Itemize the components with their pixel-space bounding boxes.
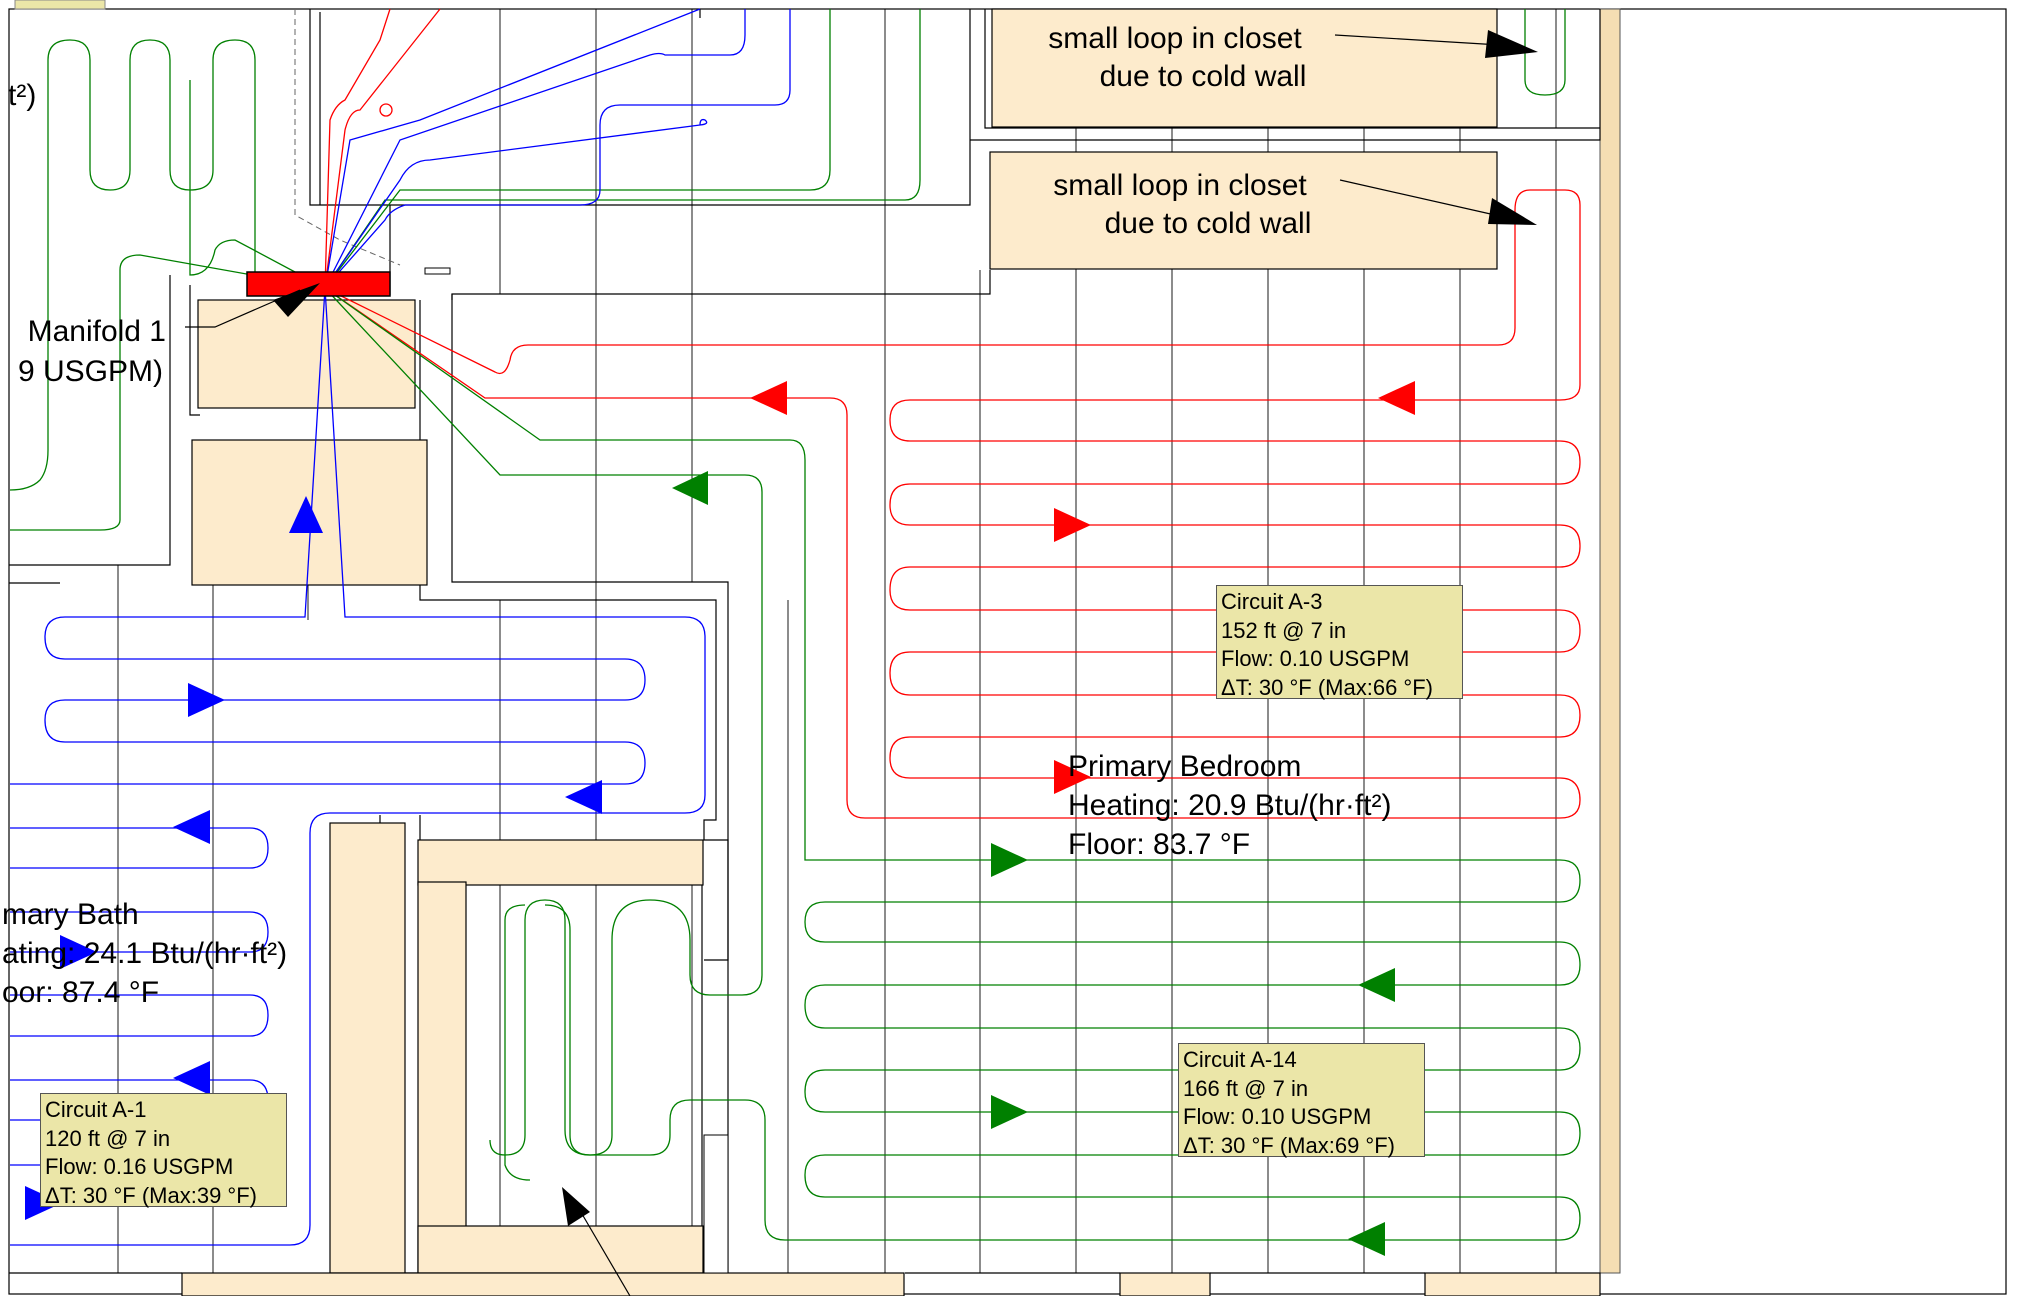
- circuit-a1-label[interactable]: Circuit A-1 120 ft @ 7 in Flow: 0.16 USG…: [40, 1093, 287, 1208]
- circuit-a14-label[interactable]: Circuit A-14 166 ft @ 7 in Flow: 0.10 US…: [1178, 1043, 1425, 1158]
- circuit-a3-label[interactable]: Circuit A-3 152 ft @ 7 in Flow: 0.10 USG…: [1216, 585, 1463, 700]
- circuit-a3-length: 152 ft @ 7 in: [1221, 617, 1347, 643]
- circuit-a3-dt: ΔT: 30 °F (Max:66 °F): [1221, 674, 1433, 700]
- top-left-fragment: t²): [8, 79, 36, 112]
- cut-off-label: [14, 0, 106, 10]
- joist-lines: [117, 9, 1557, 1273]
- manifold-name: Manifold 1: [28, 315, 166, 348]
- room-bath-name: mary Bath: [2, 898, 139, 931]
- circuit-a1-dt: ΔT: 30 °F (Max:39 °F): [45, 1182, 257, 1208]
- room-bedroom-heating: Heating: 20.9 Btu/(hr·ft²): [1068, 789, 1391, 822]
- flow-arrow-blue: [565, 780, 602, 814]
- room-bath-heating: ating: 24.1 Btu/(hr·ft²): [2, 937, 287, 970]
- circuit-a14-flow: Flow: 0.10 USGPM: [1183, 1104, 1372, 1129]
- closet-stub-2: [703, 1134, 729, 1274]
- circuit-a3-id: Circuit A-3: [1221, 589, 1323, 614]
- flow-arrow-blue: [188, 683, 225, 717]
- flow-arrow-red: [750, 381, 787, 415]
- room-bedroom-name: Primary Bedroom: [1068, 750, 1301, 783]
- room-bedroom-floor: Floor: 83.7 °F: [1068, 828, 1250, 861]
- circuit-a14-dt: ΔT: 30 °F (Max:69 °F): [1183, 1132, 1395, 1158]
- flow-arrow-blue: [173, 810, 210, 844]
- circuit-a14-id: Circuit A-14: [1183, 1047, 1297, 1072]
- circuit-a14-length: 166 ft @ 7 in: [1183, 1075, 1309, 1101]
- note-top-line2: due to cold wall: [1100, 60, 1307, 93]
- circuit-a14-tubing: [9, 9, 1581, 1241]
- exterior-wall: [1599, 8, 1621, 1274]
- note-middle-line2: due to cold wall: [1105, 207, 1312, 240]
- dashed-line: [294, 9, 401, 266]
- room-bath-floor: oor: 87.4 °F: [2, 976, 159, 1009]
- flow-arrow-blue: [173, 1061, 210, 1095]
- flow-arrow-green: [1348, 1222, 1385, 1256]
- circuit-a1-length: 120 ft @ 7 in: [45, 1125, 171, 1151]
- circuit-a3-flow: Flow: 0.10 USGPM: [1221, 646, 1410, 671]
- flow-arrow-green: [991, 843, 1028, 877]
- leader-lines: [185, 34, 1501, 1296]
- circuit-a3-tubing: [324, 8, 1581, 819]
- circuit-a1-flow: Flow: 0.16 USGPM: [45, 1154, 234, 1179]
- leader-arrowheads: [273, 30, 1538, 1226]
- flow-arrow-green: [1358, 968, 1395, 1002]
- flow-arrow-red: [1054, 508, 1091, 542]
- cabinets: [181, 8, 1601, 1296]
- flow-arrow-red: [1378, 381, 1415, 415]
- flow-arrow-green: [991, 1095, 1028, 1129]
- flow-arrow-blue: [60, 935, 97, 969]
- note-middle-line1: small loop in closet: [1053, 169, 1307, 202]
- note-top-line1: small loop in closet: [1048, 22, 1302, 55]
- flow-arrow-blue: [289, 496, 323, 533]
- circuit-a1-id: Circuit A-1: [45, 1097, 147, 1122]
- small-fixture: [424, 267, 451, 275]
- manifold-flow: 9 USGPM): [18, 355, 163, 388]
- flow-arrow-green: [672, 471, 708, 505]
- flow-arrow-red: [1054, 760, 1091, 794]
